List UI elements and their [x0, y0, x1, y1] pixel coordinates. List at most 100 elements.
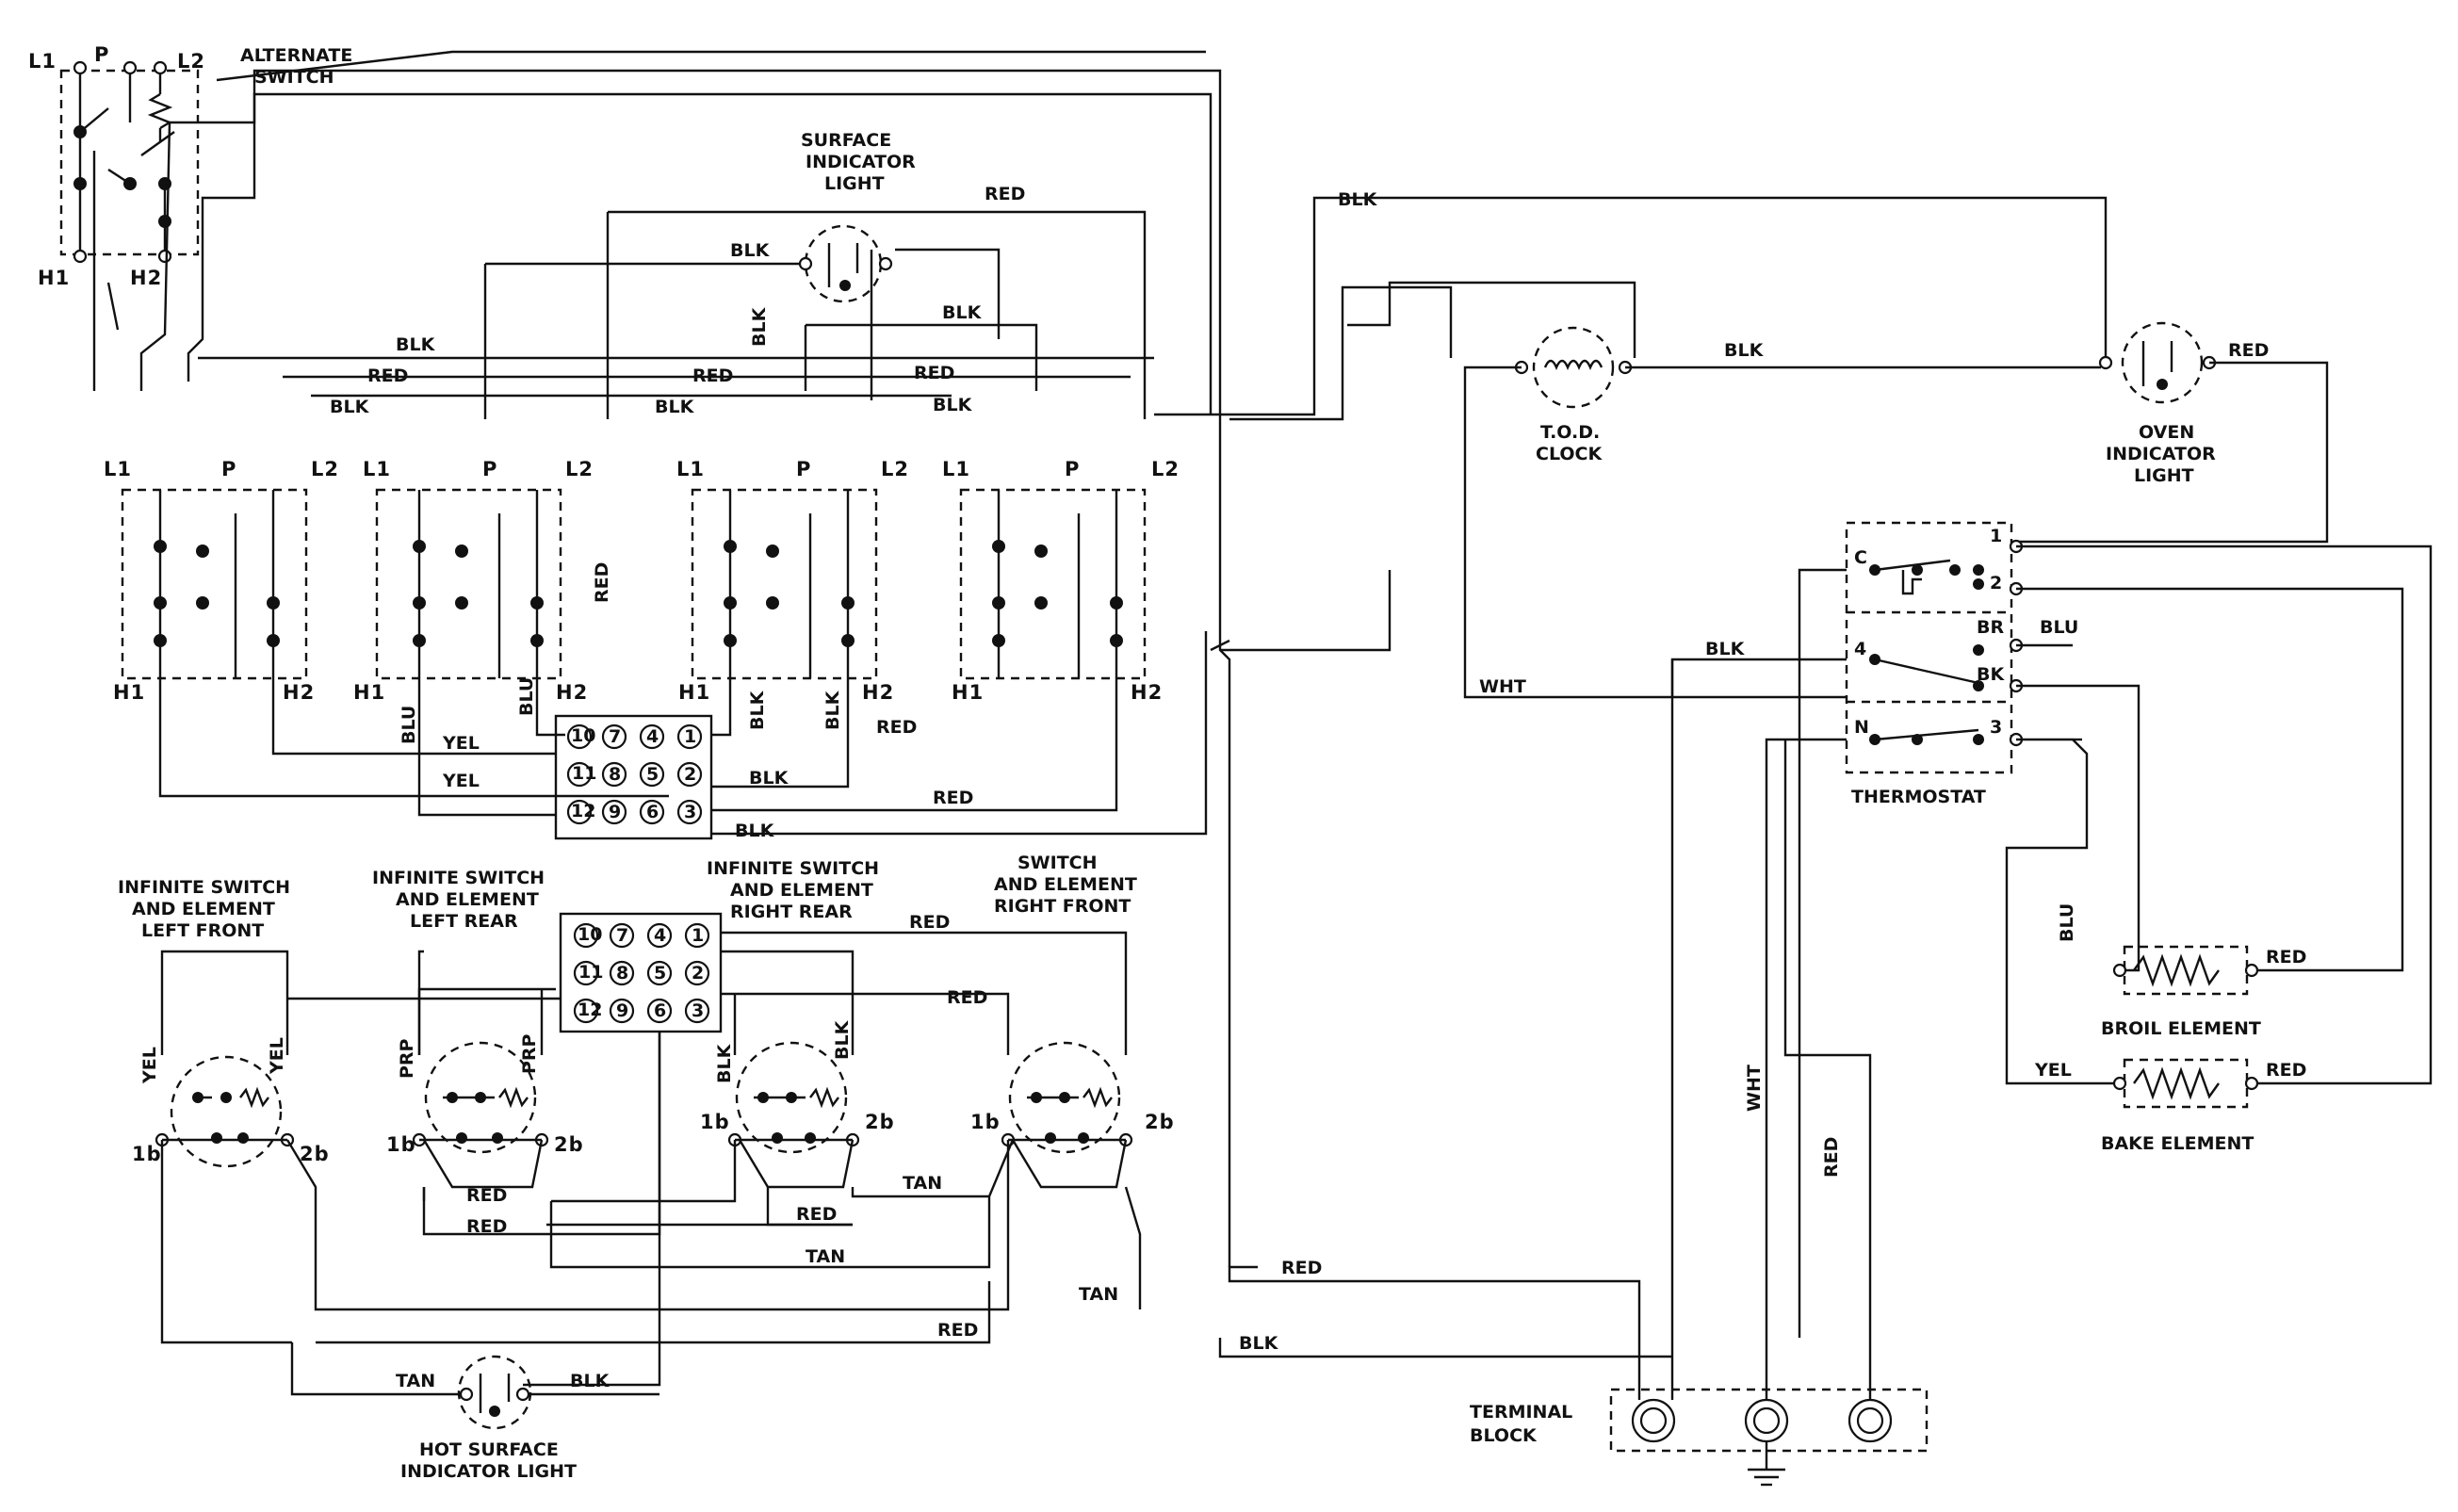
thermostat-br: BR — [1977, 617, 2004, 638]
pin: 6 — [654, 1000, 666, 1021]
wire-label: BLK — [570, 1371, 610, 1391]
wire-label: BLK — [714, 1043, 735, 1083]
wire-label: TAN — [396, 1371, 435, 1391]
sw2-l2: L2 — [565, 458, 594, 480]
sw4-h2: H2 — [1131, 681, 1163, 704]
sw1-l1: L1 — [104, 458, 132, 480]
wire-label: RED — [909, 912, 950, 933]
sw-rf-label: AND ELEMENT — [994, 874, 1137, 895]
wire-label: BLK — [1724, 340, 1765, 361]
wire-label: YEL — [442, 771, 480, 791]
switch-to-connector-wiring — [158, 631, 1208, 836]
alternate-switch-label: ALTERNATE — [240, 45, 352, 66]
sw1-l2: L2 — [311, 458, 339, 480]
hot-surface-indicator-light: HOT SURFACE INDICATOR LIGHT — [400, 1355, 577, 1482]
wire-label: RED — [2228, 340, 2269, 361]
sw2-h1: H1 — [353, 681, 385, 704]
inf-lr-label: LEFT REAR — [410, 911, 518, 932]
lr-1b: 1b — [386, 1133, 416, 1156]
wire-label: BLU — [2057, 903, 2077, 942]
sw2-h2: H2 — [556, 681, 588, 704]
sw3-l1: L1 — [676, 458, 705, 480]
infinite-switch-terminal-labels: 1b 2b 1b 2b 1b 2b 1b 2b — [132, 1111, 1174, 1165]
inf-rr-label: RIGHT REAR — [730, 902, 853, 922]
broil-element: BROIL ELEMENT — [2101, 945, 2261, 1039]
inf-lf-label: INFINITE SWITCH — [118, 877, 290, 898]
wire-label: RED — [466, 1185, 507, 1206]
red-supply-wire — [1228, 1265, 1641, 1338]
pin: 9 — [609, 802, 621, 822]
surface-switches — [121, 488, 1147, 680]
thermostat-wiring — [1670, 545, 2433, 1338]
wire-label: BLK — [730, 240, 771, 261]
wire-label: PRP — [397, 1038, 417, 1079]
wire-label: YEL — [2034, 1060, 2072, 1081]
thermostat-1: 1 — [1990, 526, 2002, 546]
oven-indicator-label: INDICATOR — [2106, 444, 2216, 464]
lr-2b: 2b — [554, 1133, 584, 1156]
surface-indicator-label: SURFACE — [801, 130, 891, 151]
inf-rr-label: INFINITE SWITCH — [707, 858, 879, 879]
rf-1b: 1b — [970, 1111, 1001, 1133]
wire-label: YEL — [442, 733, 480, 754]
thermostat-n: N — [1854, 717, 1869, 738]
pin: 5 — [654, 963, 666, 984]
thermostat-2: 2 — [1990, 573, 2002, 593]
hot-surface-label: HOT SURFACE — [419, 1439, 559, 1460]
top-wiring — [92, 50, 2108, 1267]
wire-label: BLU — [399, 706, 419, 744]
wire-label: RED — [914, 363, 954, 383]
surface-indicator-light: SURFACE INDICATOR LIGHT — [798, 130, 916, 303]
infinite-switches — [155, 1041, 1133, 1189]
wire-label: YEL — [267, 1037, 287, 1075]
thermostat-bk: BK — [1977, 664, 2005, 685]
pin: 1 — [684, 726, 696, 747]
wire-label: RED — [947, 987, 987, 1008]
wire-label: PRP — [519, 1033, 540, 1074]
hot-surface-label: INDICATOR LIGHT — [400, 1461, 577, 1482]
sw1-h1: H1 — [113, 681, 145, 704]
wire-label: TAN — [806, 1246, 845, 1267]
pin: 7 — [609, 726, 621, 747]
oven-indicator-label: LIGHT — [2134, 465, 2194, 486]
pin: 8 — [609, 764, 621, 785]
lf-1b: 1b — [132, 1143, 162, 1165]
wire-label: BLK — [747, 690, 768, 730]
alternate-switch: L1 P L2 H1 H2 ALTERNATE SWITCH — [28, 43, 352, 331]
wire-label: RED — [796, 1204, 837, 1225]
pin: 6 — [646, 802, 659, 822]
wire-label: BLU — [516, 677, 537, 716]
wire-label: RED — [1821, 1137, 1842, 1178]
thermostat-3: 3 — [1990, 717, 2002, 738]
pin: 5 — [646, 764, 659, 785]
pin: 12 — [578, 1000, 602, 1020]
bake-label: BAKE ELEMENT — [2101, 1133, 2254, 1154]
wire-label: BLK — [735, 821, 775, 841]
terminal-label: BLOCK — [1470, 1425, 1538, 1446]
sw4-h1: H1 — [952, 681, 984, 704]
bake-element: BAKE ELEMENT — [2101, 1058, 2259, 1154]
wire-label: WHT — [1744, 1065, 1765, 1112]
oven-indicator-label: OVEN — [2139, 422, 2194, 443]
wire-label: TAN — [1079, 1284, 1118, 1305]
wire-label: BLK — [396, 334, 436, 355]
alt-h2: H2 — [130, 267, 162, 289]
pin: 2 — [692, 963, 704, 984]
wire-label: RED — [933, 788, 973, 808]
wire-label: BLK — [749, 768, 789, 789]
sw4-l1: L1 — [942, 458, 970, 480]
thermostat-label: THERMOSTAT — [1851, 787, 1986, 807]
inf-lr-label: AND ELEMENT — [396, 889, 539, 910]
thermostat-c: C — [1854, 547, 1867, 568]
sw3-p: P — [796, 458, 811, 480]
wire-label: RED — [985, 184, 1025, 204]
wire-label: BLK — [749, 306, 770, 347]
wire-label: RED — [692, 366, 733, 386]
alt-l1: L1 — [28, 50, 57, 73]
pin: 4 — [654, 925, 666, 946]
wire-label: BLK — [822, 690, 843, 730]
alt-l2: L2 — [177, 50, 205, 73]
wire-label: RED — [1281, 1258, 1322, 1278]
wire-label: BLK — [1239, 1333, 1279, 1354]
